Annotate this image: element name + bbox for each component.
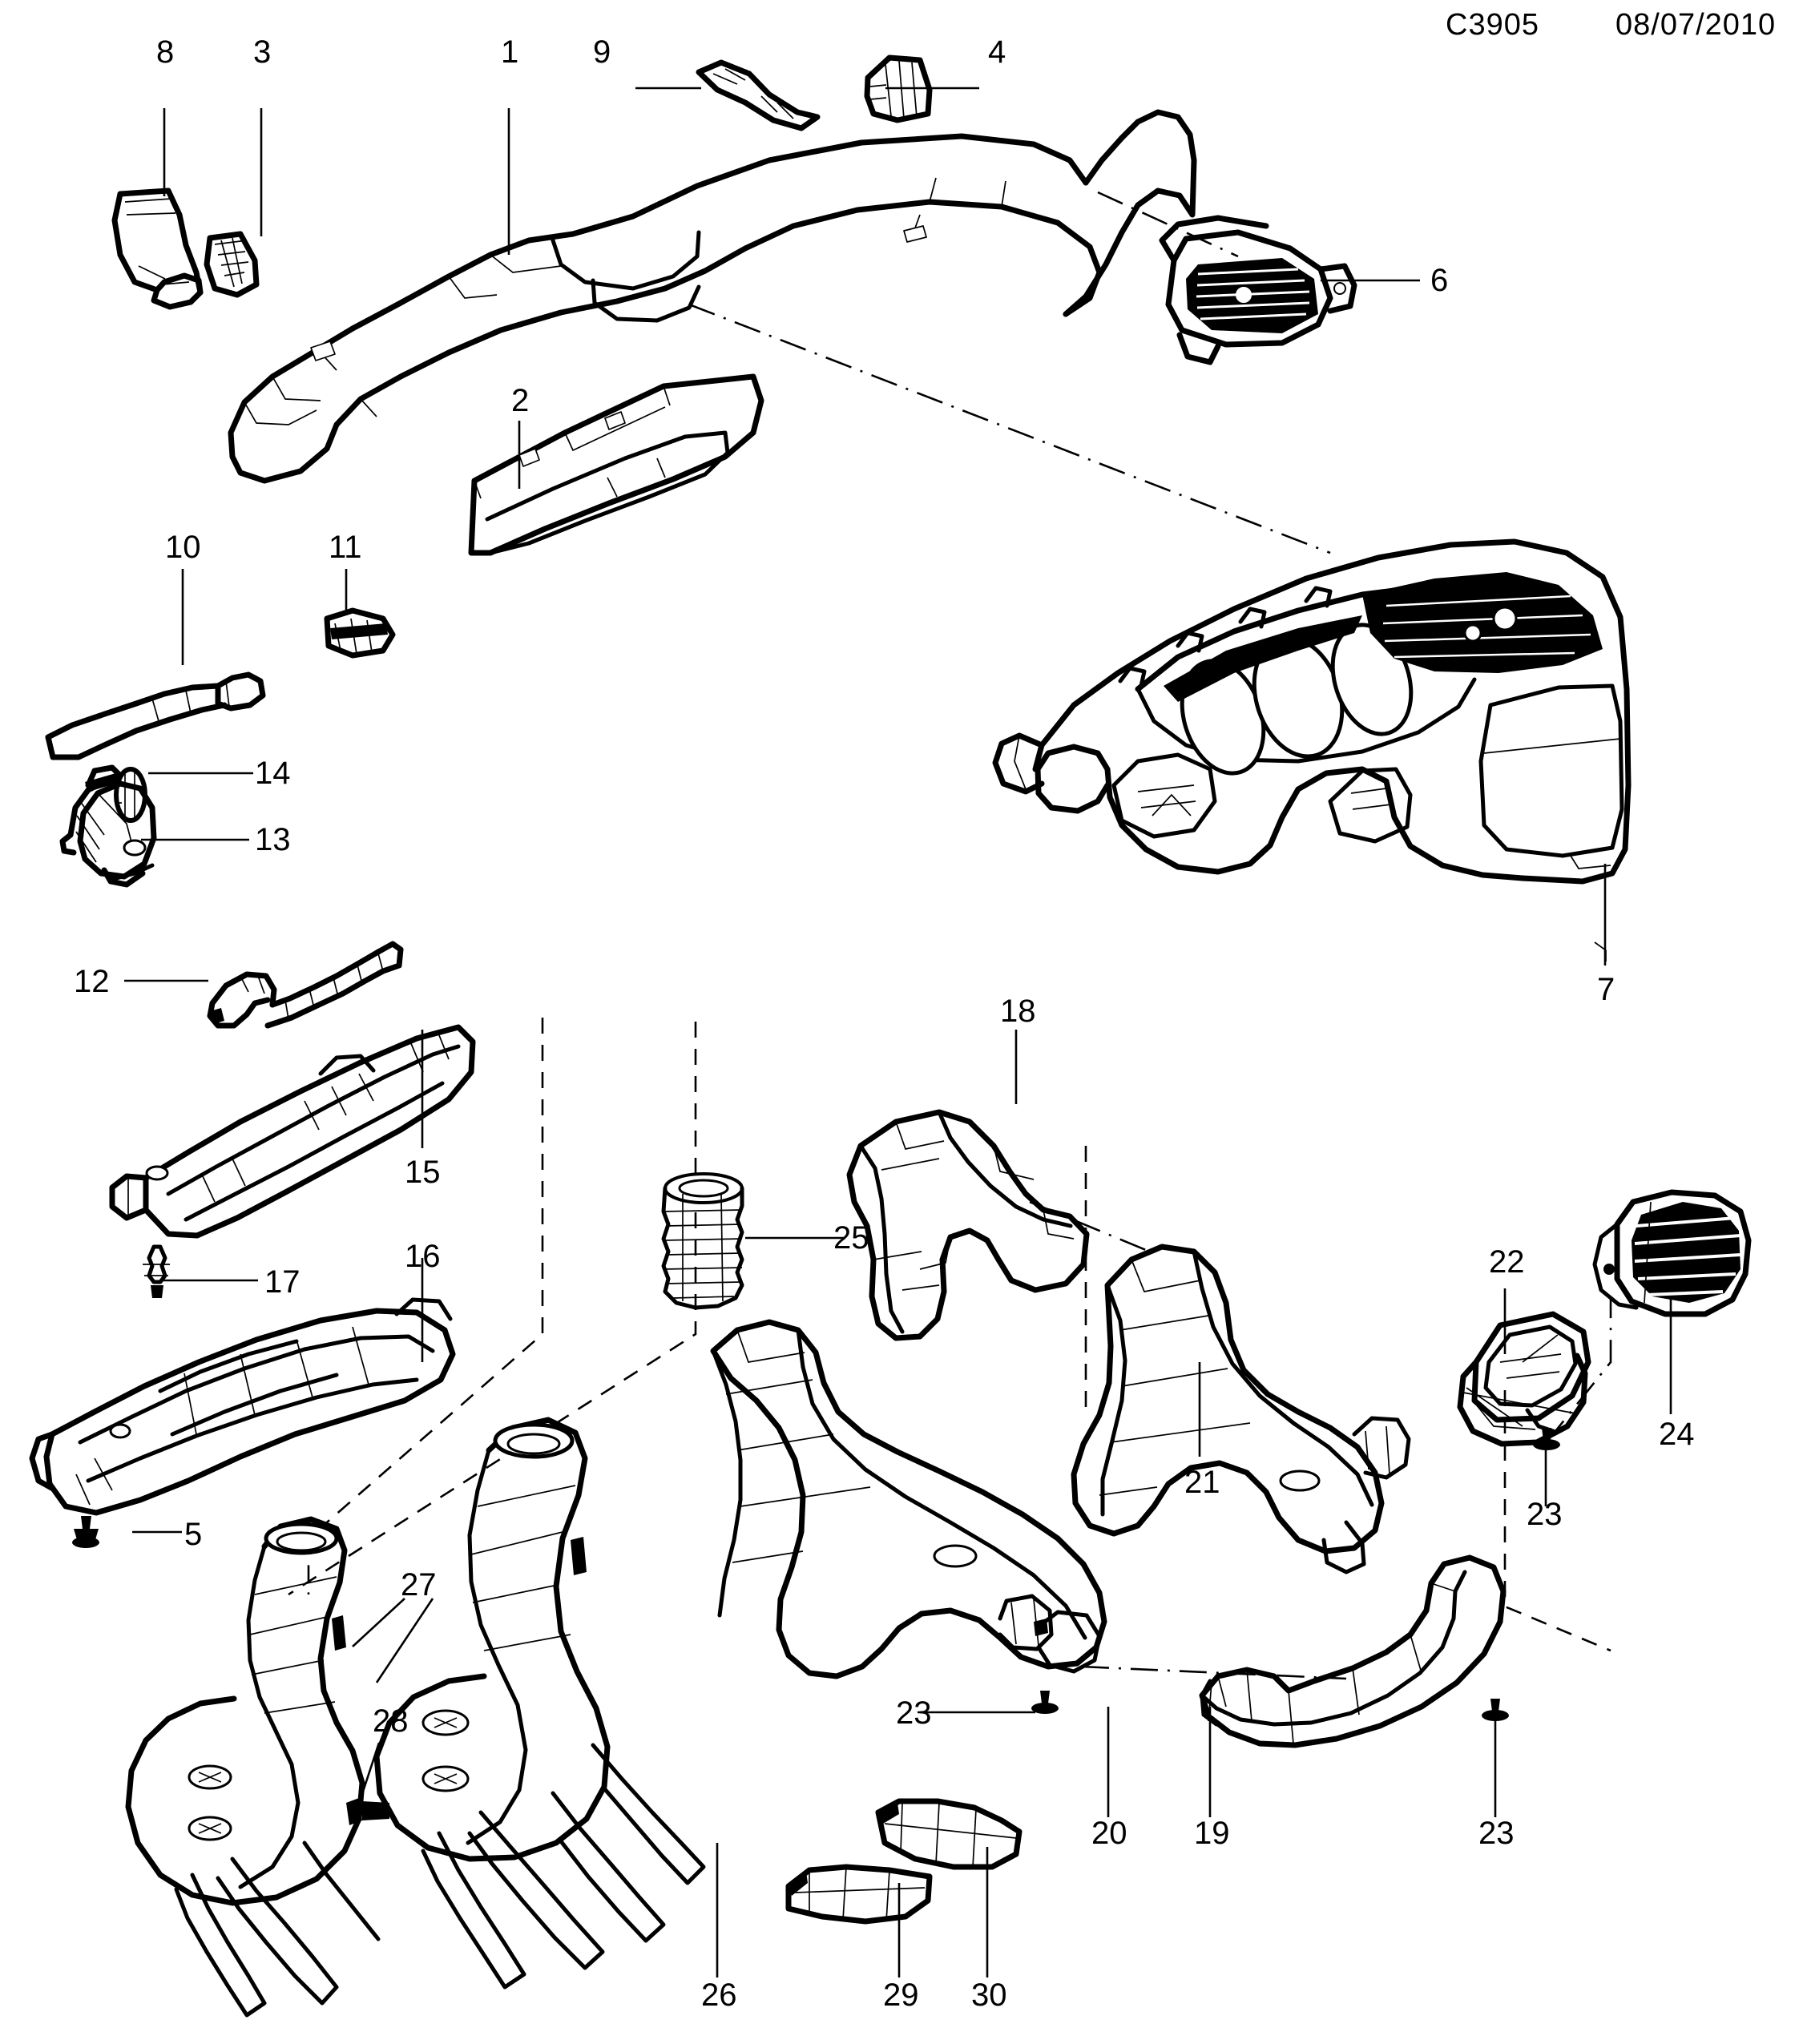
part-2-duct-cover-panel [468,373,764,556]
part-23-screw-centre [1031,1691,1059,1714]
callout-25: 25 [833,1220,869,1256]
callout-4: 4 [988,34,1006,70]
part-29-small-duct-connector [785,1864,933,1925]
part-17-push-clip [143,1244,170,1298]
part-13-clamp-ring [59,764,157,888]
part-4-vent-block [864,54,933,123]
callout-29: 29 [883,1977,919,2013]
part-30-small-duct-connector [875,1798,1023,1870]
callout-27: 27 [401,1567,437,1603]
part-10-drain-tube [45,671,266,760]
callout-6: 6 [1430,263,1449,298]
part-26-floor-duct-right [373,1417,706,1990]
callout-18: 18 [1000,994,1036,1029]
part-28-push-clip [346,1798,389,1825]
callout-13: 13 [255,822,291,857]
callout-21: 21 [1184,1465,1220,1500]
callout-3: 3 [253,34,272,70]
callout-16: 16 [405,1239,441,1274]
part-19-short-rear-duct [1199,1554,1507,1748]
callout-7: 7 [1597,972,1615,1007]
callout-23-upper: 23 [1527,1497,1563,1532]
part-8-elbow-duct [111,187,204,310]
part-27-floor-duct-left [125,1516,381,2018]
assembly-axis-lines [288,191,1612,1680]
part-24-outboard-vent-grille [1592,1189,1752,1317]
part-20-long-rear-duct [710,1319,1107,1679]
callout-22: 22 [1489,1244,1525,1280]
part-12-flexible-hose [207,941,404,1029]
callout-2: 2 [511,383,530,418]
part-3-wedge-grille [204,231,260,298]
callout-19: 19 [1194,1816,1230,1851]
callout-10: 10 [165,530,201,565]
callout-17: 17 [264,1264,300,1300]
part-25-bellows-boot [661,1172,744,1310]
part-23-screw-right-lower [1482,1699,1509,1721]
part-11-retaining-clip [324,607,396,659]
callout-5: 5 [184,1517,203,1552]
callout-11: 11 [329,530,362,565]
part-6-side-defroster-grille [1159,215,1357,365]
callout-12: 12 [74,964,110,999]
callout-14: 14 [255,756,291,791]
callout-15: 15 [405,1155,441,1190]
callout-26: 26 [701,1977,737,2013]
callout-24: 24 [1659,1417,1695,1452]
part-21-rear-floor-duct [1071,1244,1411,1574]
part-18-rear-centre-duct [846,1109,1090,1341]
part-1-defroster-duct [228,109,1197,484]
drawing-date: 08/07/2010 [1615,8,1777,42]
drawing-code: C3905 [1446,8,1539,42]
callout-20: 20 [1091,1816,1127,1851]
part-22-vent-housing [1457,1311,1591,1447]
part-9-connector [696,59,821,131]
callout-23-centre: 23 [896,1695,932,1731]
callout-1: 1 [501,34,519,70]
callout-23-lower: 23 [1478,1816,1515,1851]
part-16-side-duct-lower [29,1297,456,1516]
callout-8: 8 [156,34,175,70]
callout-28: 28 [373,1703,409,1739]
part-15-side-duct-upper [109,1024,476,1239]
part-5-screw [72,1516,99,1548]
callout-30: 30 [971,1977,1007,2013]
part-7-instrument-panel [992,538,1632,962]
callout-9: 9 [593,34,611,70]
